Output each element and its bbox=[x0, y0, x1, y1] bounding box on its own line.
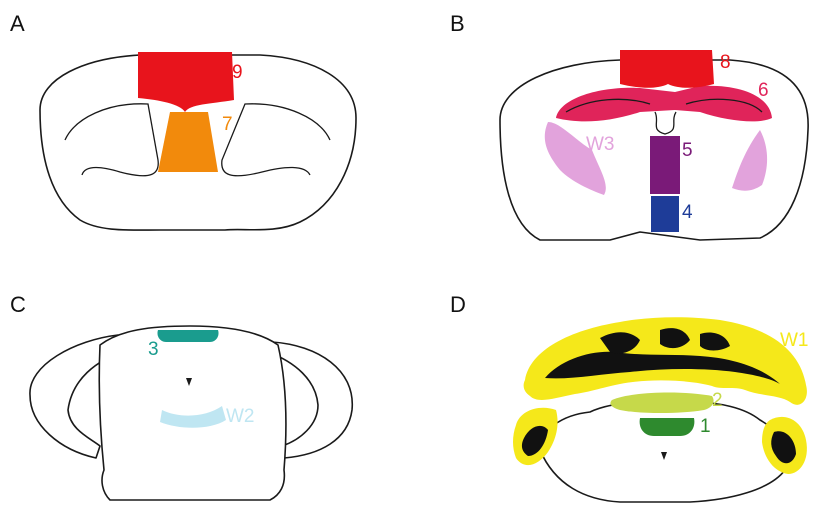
panel-c-letter: C bbox=[10, 292, 26, 317]
region-4-label: 4 bbox=[682, 202, 693, 223]
panel-d-letter: D bbox=[450, 292, 466, 317]
region-3-label: 3 bbox=[148, 339, 159, 360]
region-1-label: 1 bbox=[700, 416, 711, 437]
region-8-shape bbox=[620, 50, 714, 88]
region-2-shape bbox=[610, 393, 713, 413]
region-w3-label: W3 bbox=[586, 134, 615, 155]
region-8-label: 8 bbox=[720, 52, 731, 73]
panel-a-letter: A bbox=[10, 11, 25, 36]
region-1-shape bbox=[640, 418, 695, 436]
region-w2-label: W2 bbox=[226, 406, 255, 427]
panel-c: C 3 W2 bbox=[10, 292, 352, 500]
panel-b: B 8 6 W3 5 4 bbox=[450, 11, 808, 240]
region-7-label: 7 bbox=[222, 114, 233, 135]
panel-a: A 9 7 bbox=[10, 11, 356, 230]
region-9-label: 9 bbox=[232, 62, 243, 83]
region-5-shape bbox=[650, 136, 680, 194]
region-5-label: 5 bbox=[682, 140, 693, 161]
region-6-label: 6 bbox=[758, 80, 769, 101]
region-4-shape bbox=[651, 196, 679, 232]
region-w1-label: W1 bbox=[780, 330, 809, 351]
region-2-label: 2 bbox=[712, 390, 723, 411]
panel-b-letter: B bbox=[450, 11, 465, 36]
region-3-shape bbox=[157, 330, 218, 342]
panel-c-section-outline bbox=[99, 326, 286, 500]
panel-d: D W1 2 1 bbox=[450, 292, 809, 502]
